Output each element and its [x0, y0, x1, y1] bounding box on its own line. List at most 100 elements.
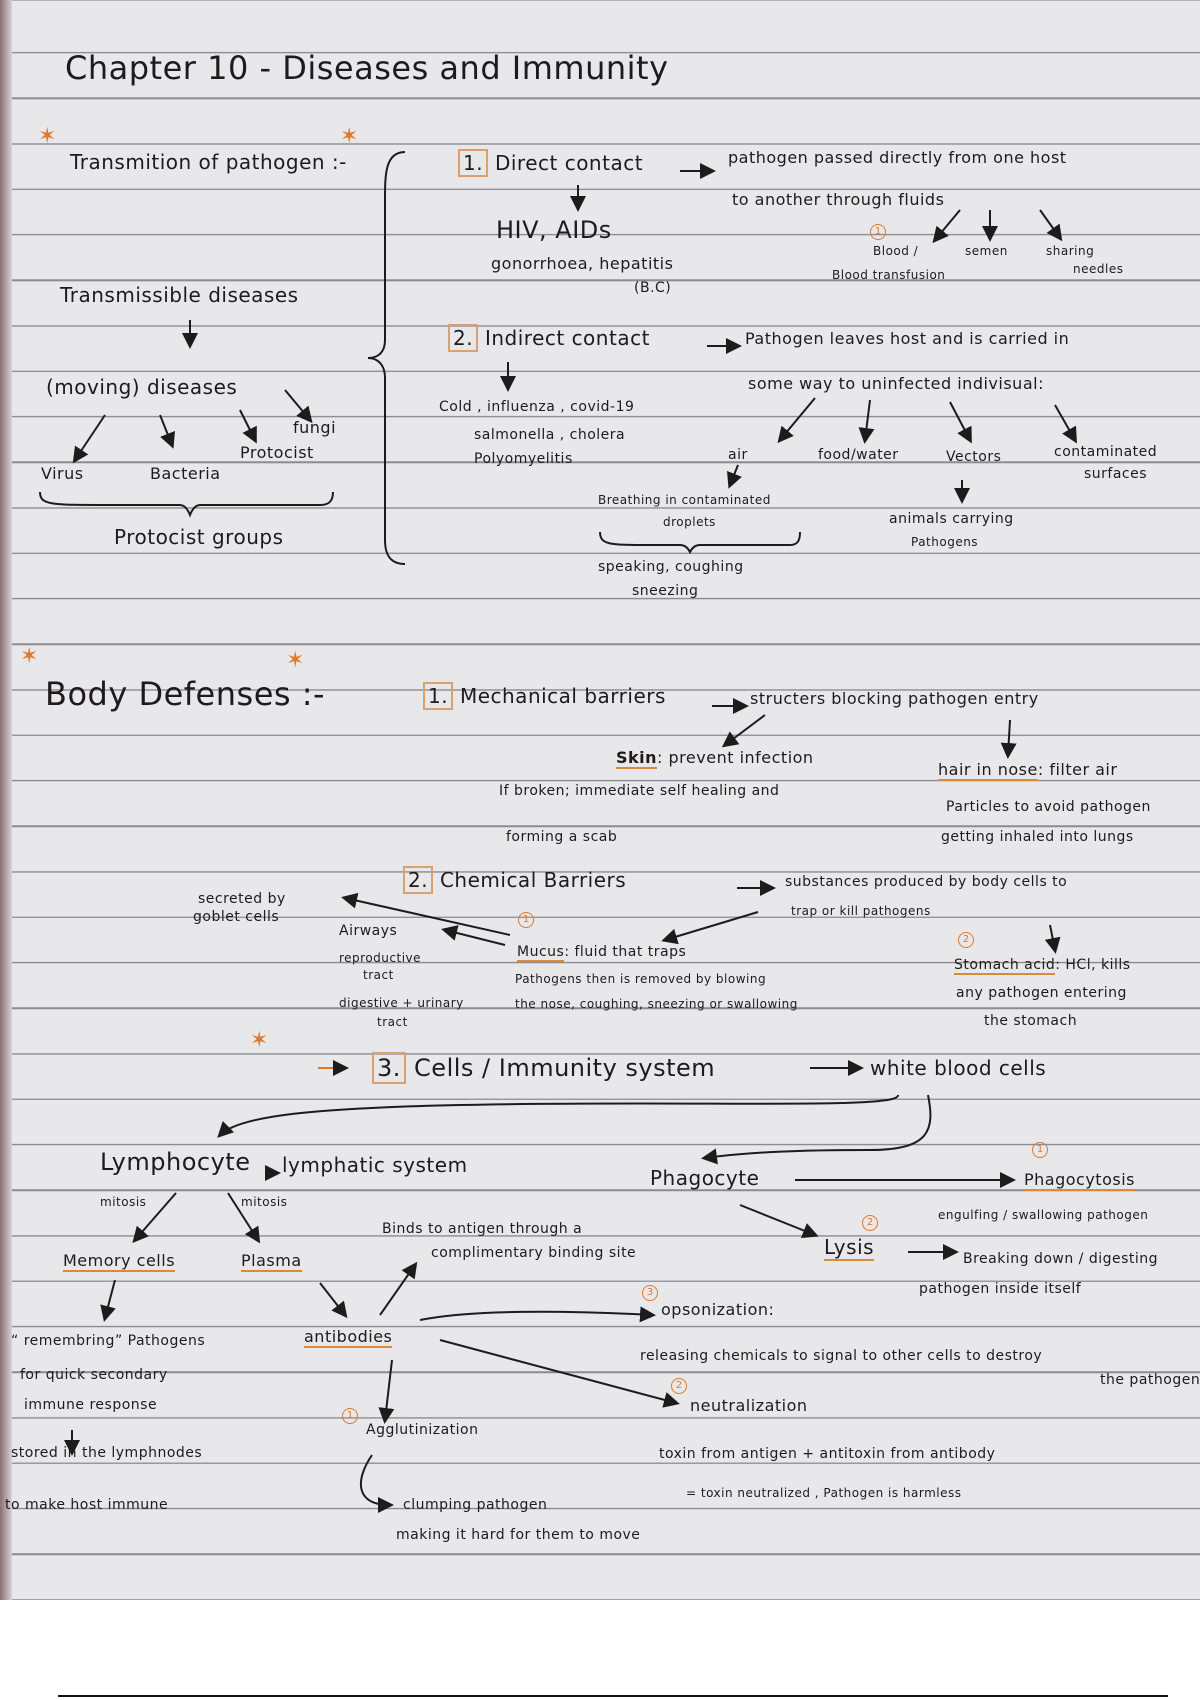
- mucus-text: : fluid that traps: [564, 944, 687, 960]
- hair-text: getting inhaled into lungs: [941, 829, 1134, 845]
- agglutination-detail: clumping pathogen: [403, 1497, 548, 1513]
- cells-label: Cells / Immunity system: [414, 1054, 716, 1082]
- memory-detail: for quick secondary: [20, 1367, 168, 1383]
- moving-diseases: (moving) diseases: [46, 375, 238, 399]
- star-icon: ✶: [286, 648, 305, 673]
- opsonization: opsonization:: [661, 1300, 775, 1319]
- cells-heading: 3. Cells / Immunity system: [372, 1052, 716, 1084]
- phagocytosis-detail: engulfing / swallowing pathogen: [938, 1208, 1149, 1222]
- plasma-label: Plasma: [241, 1251, 302, 1272]
- group-bacteria: Bacteria: [150, 464, 221, 483]
- memory-detail: stored in the lymphnodes: [11, 1445, 203, 1461]
- skin-text: forming a scab: [506, 829, 618, 845]
- lysis-label: Lysis: [824, 1235, 875, 1261]
- mucus-location: Airways: [339, 923, 398, 939]
- way-food-water: food/water: [818, 447, 899, 463]
- mechanical-label: Mechanical barriers: [459, 684, 666, 708]
- mucus-text: the nose, coughing, sneezing or swallowi…: [515, 997, 798, 1011]
- star-icon: ✶: [38, 124, 57, 149]
- memory-detail: to make host immune: [5, 1497, 169, 1513]
- mucus-note: Mucus: fluid that traps: [517, 944, 687, 962]
- vector-detail: Pathogens: [911, 535, 979, 549]
- mucus-label: Mucus: [517, 944, 565, 962]
- way-vectors: Vectors: [946, 449, 1002, 465]
- indirect-contact-label: Indirect contact: [484, 326, 650, 350]
- lysis-detail: Breaking down / digesting: [963, 1251, 1159, 1267]
- mechanical-heading: 1. Mechanical barriers: [423, 682, 666, 710]
- transmission-heading: Transmition of pathogen :-: [70, 150, 347, 174]
- direct-example: gonorrhoea, hepatitis: [491, 254, 674, 273]
- number-box: 3.: [372, 1052, 406, 1084]
- air-detail: Breathing in contaminated: [598, 493, 771, 507]
- group-fungi: fungi: [293, 418, 337, 437]
- fluid-semen: semen: [965, 244, 1008, 258]
- marker-2: 2: [958, 932, 974, 948]
- direct-contact-label: Direct contact: [494, 151, 644, 175]
- memory-detail: immune response: [24, 1397, 158, 1413]
- acid-text: any pathogen entering: [956, 985, 1127, 1001]
- hair-text: Particles to avoid pathogen: [946, 799, 1151, 815]
- direct-contact-desc: to another through fluids: [732, 190, 945, 209]
- agglutination-detail: making it hard for them to move: [396, 1527, 641, 1543]
- number-box: 1.: [458, 149, 489, 177]
- indirect-contact-desc: some way to uninfected indivisual:: [748, 374, 1044, 393]
- marker-3: 3: [642, 1285, 658, 1301]
- marker-1: 1: [518, 912, 534, 928]
- memory-detail: “ remembring” Pathogens: [11, 1333, 206, 1349]
- antibodies-label: antibodies: [304, 1327, 393, 1348]
- hair-label: hair in nose: [938, 760, 1038, 781]
- neutralization-detail: toxin from antigen + antitoxin from anti…: [659, 1446, 996, 1462]
- indirect-contact-desc: Pathogen leaves host and is carried in: [745, 329, 1070, 348]
- skin-text: If broken; immediate self healing and: [499, 783, 780, 799]
- chemical-desc: substances produced by body cells to: [785, 874, 1068, 890]
- bottom-rule: [58, 1695, 1168, 1697]
- indirect-example: salmonella , cholera: [474, 427, 626, 443]
- marker-1: 1: [870, 224, 886, 240]
- fluid-blood: Blood /: [873, 244, 919, 258]
- number-box: 1.: [423, 682, 454, 710]
- secreted-note: secreted by: [198, 891, 286, 907]
- skin-label: Skin: [616, 748, 658, 769]
- notebook-edge: [0, 0, 12, 1600]
- air-detail: speaking, coughing: [598, 559, 744, 575]
- chemical-desc: trap or kill pathogens: [791, 904, 931, 918]
- indirect-example: Polyomyelitis: [474, 451, 573, 467]
- direct-contact-heading: 1. Direct contact: [458, 149, 644, 177]
- mucus-location: tract: [363, 968, 394, 982]
- marker-2: 2: [671, 1378, 687, 1394]
- page-title: Chapter 10 - Diseases and Immunity: [65, 49, 669, 87]
- lysis: Lysis: [824, 1235, 875, 1261]
- way-surfaces: contaminated: [1054, 444, 1158, 460]
- indirect-example: Cold , influenza , covid-19: [439, 399, 635, 415]
- fluid-needles: sharing: [1046, 244, 1095, 258]
- group-protocist: Protocist: [240, 443, 314, 462]
- acid-text: the stomach: [984, 1013, 1078, 1029]
- star-icon: ✶: [250, 1028, 269, 1053]
- group-virus: Virus: [41, 464, 84, 483]
- opsonization-detail: releasing chemicals to signal to other c…: [640, 1348, 1043, 1364]
- lymphocyte: Lymphocyte: [100, 1148, 251, 1176]
- vector-detail: animals carrying: [889, 511, 1014, 527]
- chemical-heading: 2. Chemical Barriers: [403, 866, 627, 894]
- air-detail: sneezing: [632, 583, 699, 599]
- skin-text: : prevent infection: [657, 748, 814, 767]
- way-air: air: [728, 447, 748, 463]
- acid-label: Stomach acid: [954, 957, 1056, 975]
- mucus-location: digestive + urinary: [339, 996, 464, 1010]
- way-surfaces: surfaces: [1084, 466, 1148, 482]
- marker-1: 1: [342, 1408, 358, 1424]
- white-blood-cells: white blood cells: [870, 1056, 1047, 1080]
- chemical-label: Chemical Barriers: [439, 868, 627, 892]
- neutralization: neutralization: [690, 1396, 808, 1415]
- number-box: 2.: [403, 866, 434, 894]
- phagocytosis-label: Phagocytosis: [1024, 1170, 1135, 1191]
- agglutination: Agglutinization: [366, 1422, 479, 1438]
- hair-text: : filter air: [1037, 760, 1118, 779]
- antibodies: antibodies: [304, 1327, 393, 1348]
- marker-2: 2: [862, 1215, 878, 1231]
- secreted-note: goblet cells: [193, 909, 280, 925]
- number-box: 2.: [448, 324, 479, 352]
- notebook-page: [0, 0, 1200, 1600]
- transmissible-diseases: Transmissible diseases: [60, 283, 299, 307]
- acid-note: Stomach acid: HCl, kills: [954, 957, 1131, 975]
